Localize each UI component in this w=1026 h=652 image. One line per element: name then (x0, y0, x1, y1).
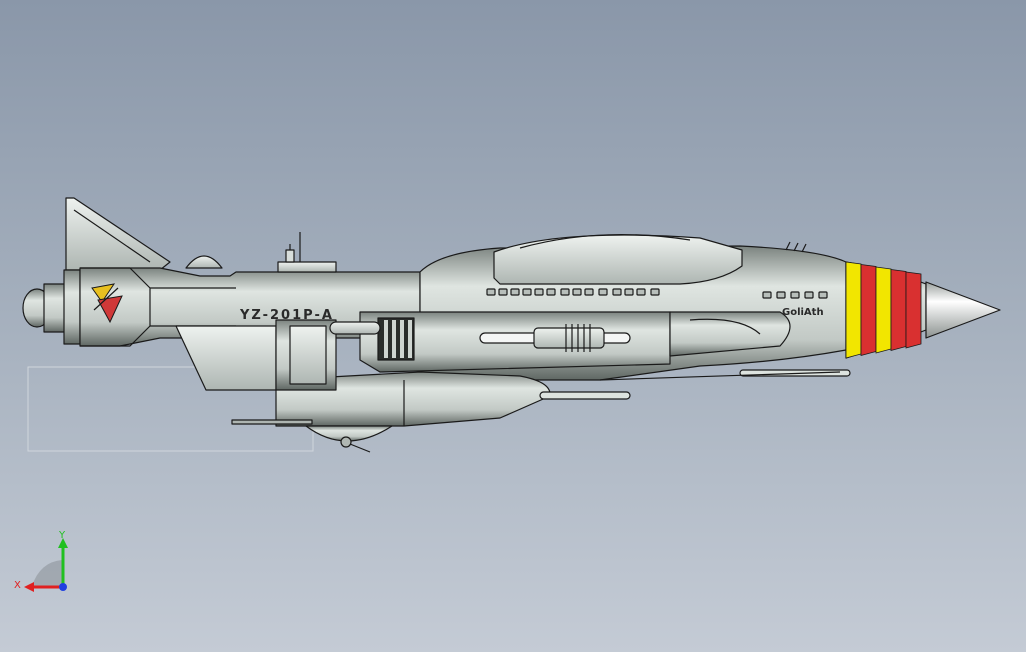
nose-stripes (845, 261, 922, 359)
triad-y-label: Y (58, 530, 66, 541)
window-row (486, 288, 828, 299)
hull-designation: YZ-201P-A (239, 308, 334, 323)
emblem-icon (91, 283, 123, 324)
nose-stripe (890, 269, 907, 352)
nose-tip (925, 281, 1001, 339)
nose-stripe (905, 271, 922, 349)
reference-triad: Y X (10, 528, 80, 598)
triad-x-arrowhead (24, 582, 34, 592)
tail-fin (65, 197, 171, 271)
canopy (493, 234, 743, 285)
nose-stripe (845, 261, 862, 359)
nose-stripe (860, 264, 877, 357)
triad-x-label: X (14, 580, 21, 591)
hull-name: GoliAth (782, 307, 824, 318)
nose-stripe (875, 266, 892, 354)
wing (175, 325, 277, 391)
triad-y-arrowhead (58, 538, 68, 548)
missile-1 (539, 391, 631, 400)
top-dome (185, 255, 223, 269)
triad-plane-indicator (32, 560, 62, 586)
triad-z-axis (59, 583, 67, 591)
belly-dome (305, 425, 393, 442)
lower-hull (275, 371, 551, 427)
